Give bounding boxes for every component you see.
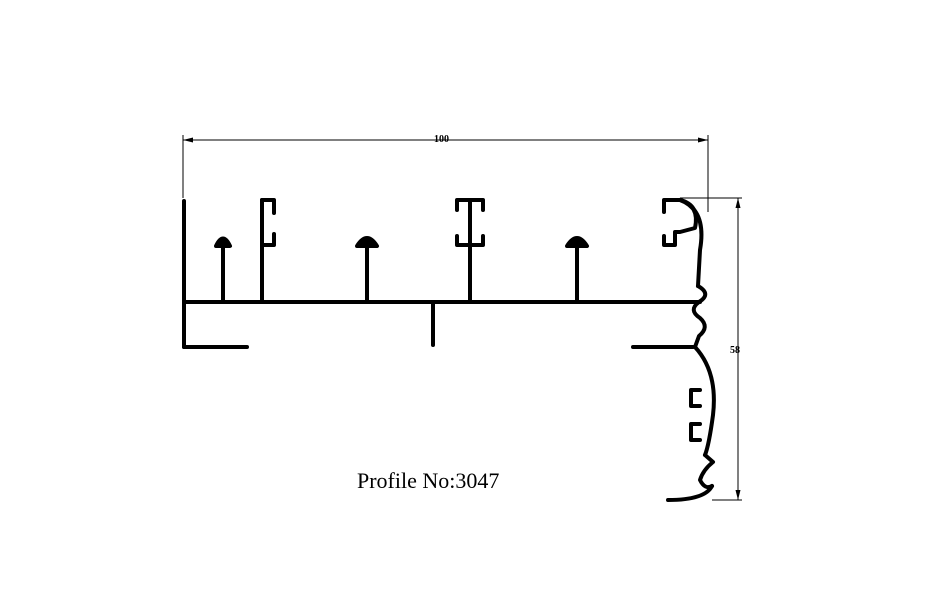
t-channel-rib [455,198,485,304]
height-arrow-top [735,198,741,208]
c-channel-rib [260,198,276,304]
width-dimension-text: 100 [434,134,449,145]
right-wall-clip [689,388,702,442]
height-dimension-text: 58 [730,345,740,356]
profile-number-label: Profile No:3047 [357,468,500,493]
mushroom-rib-3 [565,236,589,304]
right-side-wall [666,284,716,502]
height-dimension [680,197,742,501]
width-arrow-left [183,137,193,143]
width-dimension [182,135,709,212]
width-arrow-right [698,137,708,143]
height-arrow-bottom [735,490,741,500]
profile-outline [182,198,716,502]
right-hook-head [662,198,704,288]
mushroom-rib-2 [355,236,379,304]
mushroom-rib-1 [214,236,232,304]
